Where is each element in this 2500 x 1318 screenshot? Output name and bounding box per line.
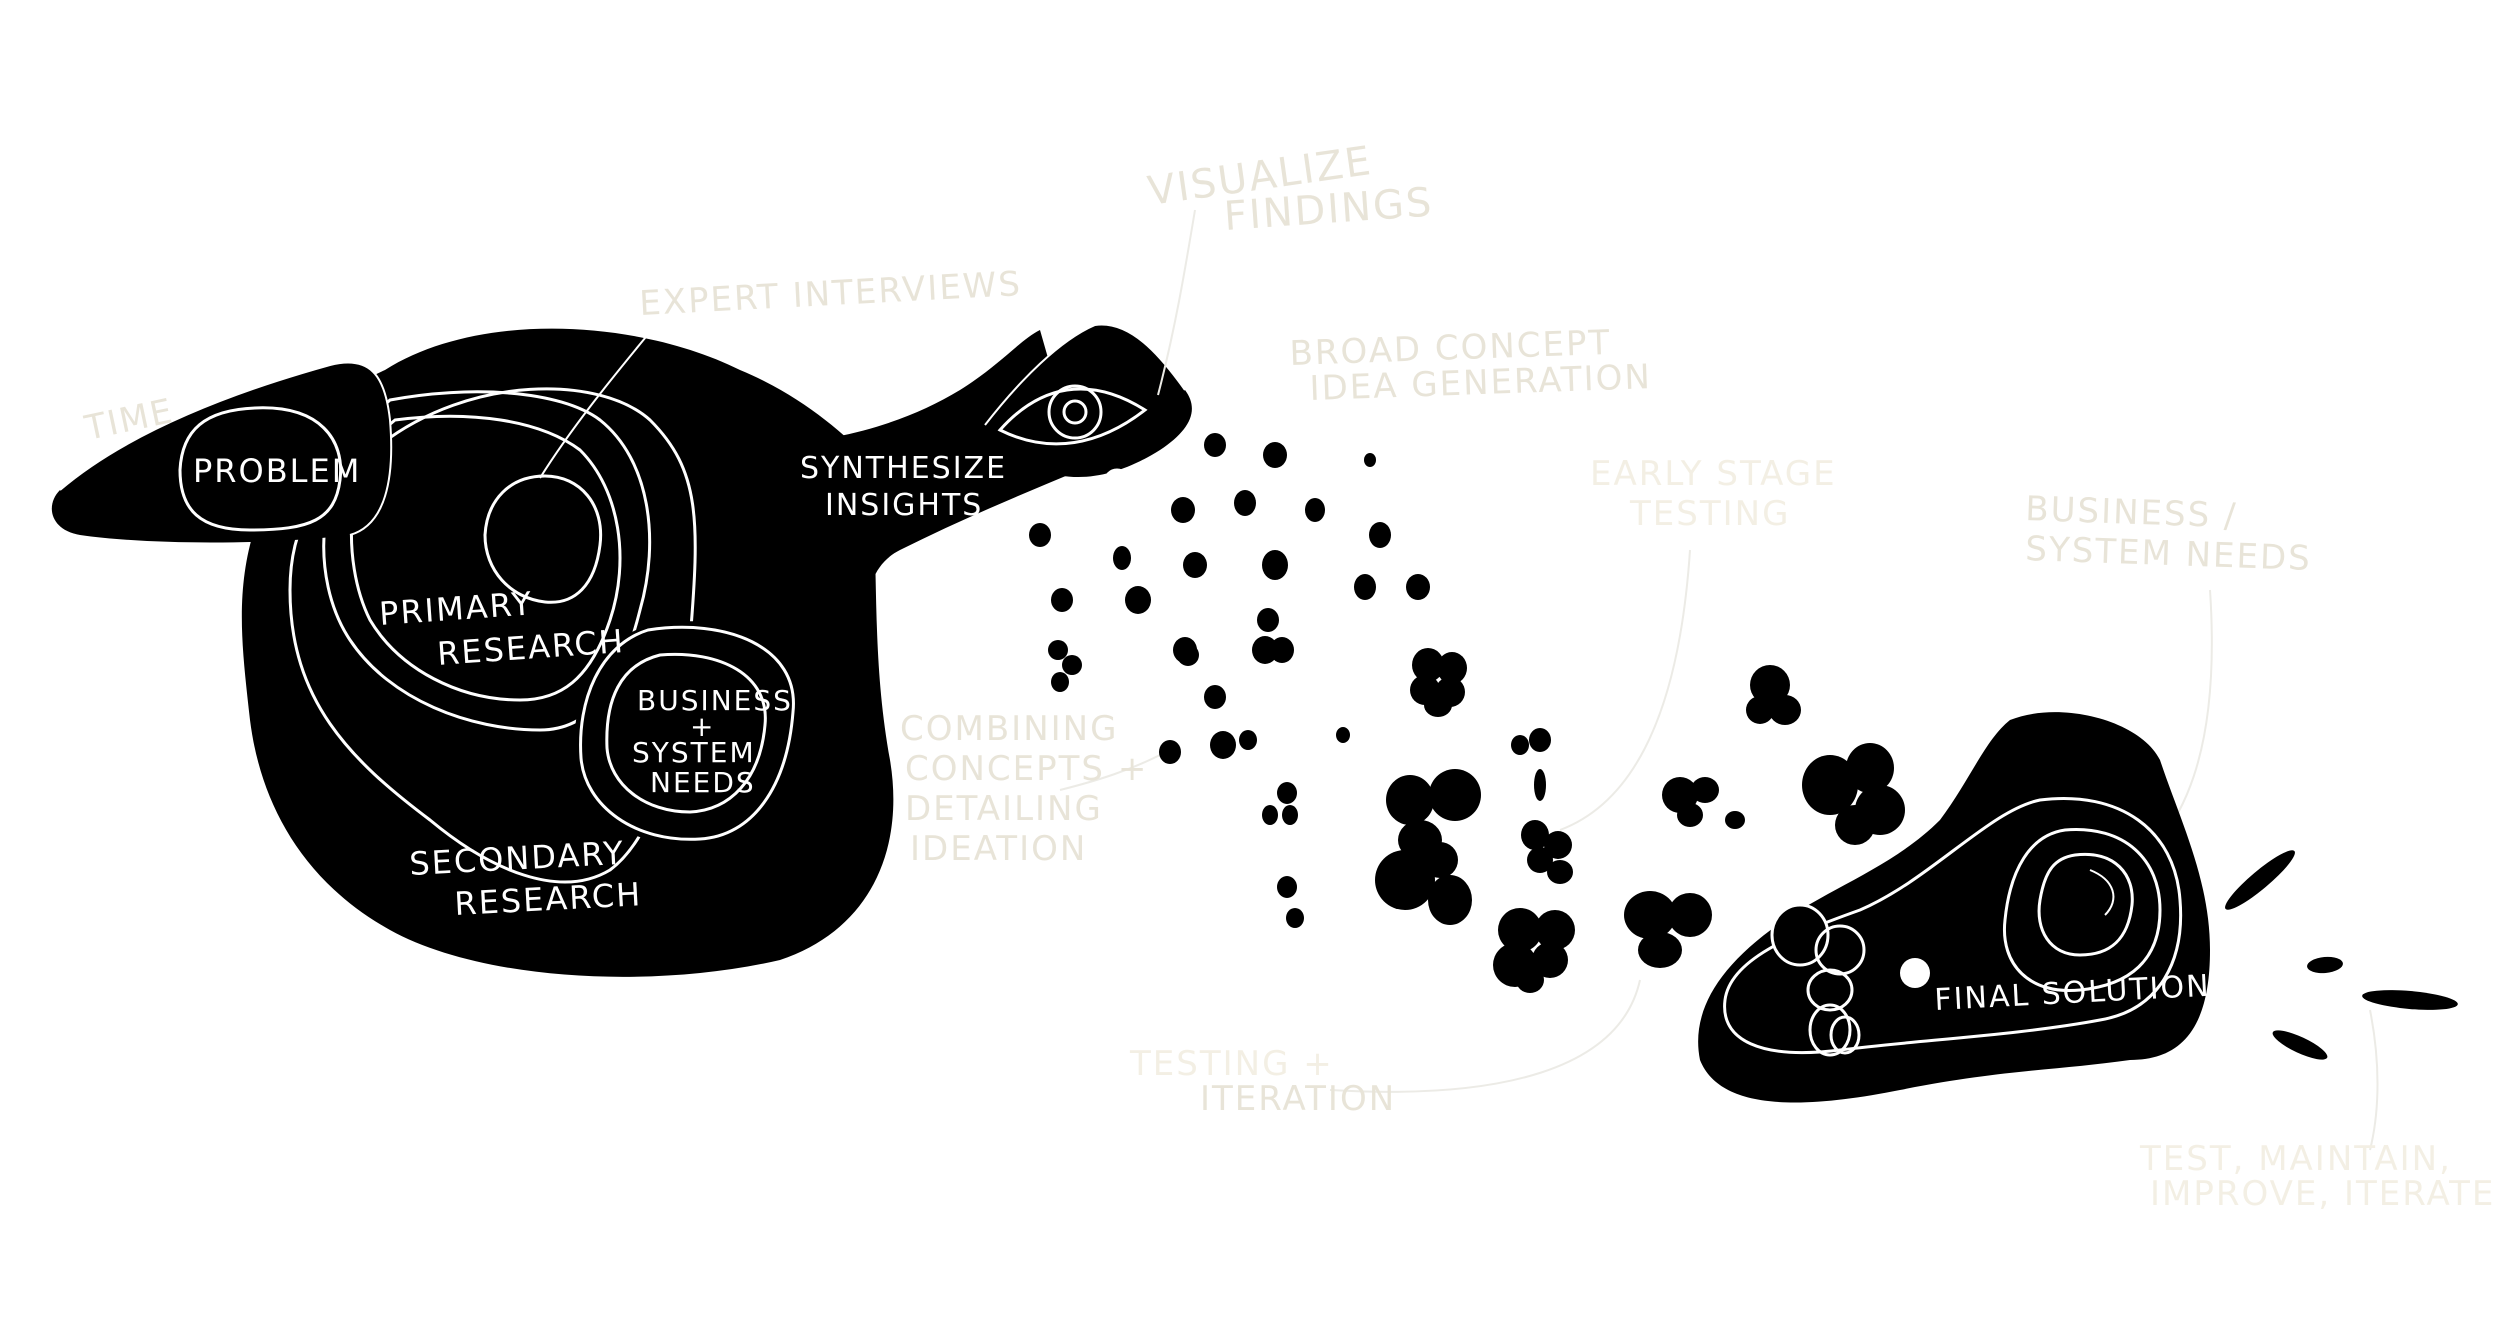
cluster-small bbox=[1410, 648, 1467, 717]
idea-dot bbox=[1239, 730, 1257, 750]
label-early-stage-1: EARLY STAGE bbox=[1590, 454, 1837, 494]
final-solution-white-dot bbox=[1900, 958, 1930, 988]
idea-dot bbox=[1257, 608, 1279, 632]
idea-dot bbox=[1252, 636, 1278, 664]
cluster-bottom-right bbox=[1624, 891, 1712, 968]
idea-dot bbox=[1262, 550, 1288, 580]
problem-blob-edge bbox=[59, 361, 393, 536]
label-combining-2: CONCEPTS + bbox=[905, 749, 1148, 789]
idea-dot bbox=[1171, 497, 1195, 523]
final-cluster bbox=[1770, 903, 1866, 1057]
idea-dot bbox=[1029, 523, 1051, 547]
spark bbox=[2272, 1030, 2328, 1060]
idea-dot bbox=[1286, 908, 1304, 928]
label-early-stage-2: TESTING bbox=[1629, 494, 1790, 534]
cluster-dumbbell bbox=[1662, 777, 1745, 829]
idea-dot bbox=[1204, 433, 1226, 457]
visualize-leader bbox=[1157, 209, 1196, 396]
spark bbox=[2362, 990, 2458, 1010]
spark bbox=[2225, 850, 2295, 910]
secondary-research-ring bbox=[288, 387, 697, 884]
label-combining-3: DETAILING bbox=[905, 789, 1103, 829]
final-solution-inner-ring bbox=[2037, 852, 2134, 957]
idea-dot bbox=[1263, 442, 1287, 468]
test-launch-leader bbox=[2369, 1009, 2379, 1151]
label-expert-interviews: EXPERT INTERVIEWS bbox=[638, 264, 1023, 324]
primary-research-inner-ring bbox=[350, 414, 622, 702]
cluster-ring bbox=[1521, 820, 1573, 884]
idea-dot bbox=[1113, 546, 1131, 570]
expert-interview-circle bbox=[483, 474, 603, 604]
label-test-launch-2: IMPROVE, ITERATE bbox=[2150, 1174, 2495, 1214]
idea-dots bbox=[1029, 433, 1551, 928]
idea-dot bbox=[1159, 740, 1181, 764]
label-test-launch-1: TEST, MAINTAIN, bbox=[2139, 1139, 2452, 1179]
idea-dot bbox=[1262, 805, 1278, 825]
launch-sparks bbox=[2225, 850, 2458, 1060]
idea-dot bbox=[1210, 731, 1236, 759]
business-needs-inner-ring bbox=[605, 652, 767, 814]
cluster-right-big bbox=[1802, 743, 1905, 845]
expert-interviews-leader bbox=[539, 319, 661, 479]
idea-dot bbox=[1511, 735, 1529, 755]
eye-pupil bbox=[1062, 399, 1088, 425]
research-body bbox=[51, 323, 1192, 977]
spark bbox=[2307, 956, 2343, 974]
early-stage-leader bbox=[1559, 549, 1691, 831]
label-problem: PROBLEM bbox=[193, 452, 361, 490]
idea-dot bbox=[1183, 552, 1207, 578]
idea-dot bbox=[1354, 574, 1376, 600]
eye-drip bbox=[1103, 468, 1131, 496]
idea-dot bbox=[1336, 727, 1350, 743]
label-testing-1: TESTING + bbox=[1129, 1044, 1334, 1084]
label-combining-1: COMBINING bbox=[900, 709, 1118, 749]
label-business-needs-1: BUSINESS bbox=[637, 684, 793, 717]
cluster-bottom bbox=[1493, 908, 1575, 993]
label-business-needs-4: NEEDS bbox=[650, 766, 756, 799]
label-business-needs-3: SYSTEM bbox=[632, 736, 756, 769]
idea-clusters bbox=[1375, 648, 1905, 993]
idea-dot bbox=[1204, 685, 1226, 709]
label-testing-2: ITERATION bbox=[1200, 1079, 1396, 1119]
testing-leader bbox=[1329, 979, 1641, 1093]
problem-blob bbox=[51, 362, 392, 543]
idea-dot bbox=[1125, 586, 1151, 614]
label-business-needs-2: + bbox=[690, 710, 715, 743]
cluster-large-left bbox=[1375, 842, 1472, 925]
idea-dot bbox=[1529, 728, 1551, 752]
combining-leader bbox=[1059, 754, 1161, 791]
label-combining-4: IDEATION bbox=[910, 829, 1087, 869]
idea-dot bbox=[1277, 782, 1297, 804]
label-business-system-1: BUSINESS / bbox=[2025, 489, 2238, 536]
final-solution-body bbox=[1698, 712, 2210, 1103]
eye-outline bbox=[997, 387, 1148, 446]
idea-dot bbox=[1305, 498, 1325, 522]
idea-dot bbox=[1048, 640, 1068, 660]
final-solution-mid-ring bbox=[2002, 828, 2162, 993]
eye-iris bbox=[1047, 384, 1103, 440]
idea-dot bbox=[1051, 588, 1073, 612]
idea-dot bbox=[1062, 655, 1082, 675]
idea-dot bbox=[1234, 490, 1256, 516]
cluster-right-top bbox=[1746, 665, 1801, 725]
idea-dot bbox=[1364, 453, 1376, 467]
idea-dot bbox=[1406, 574, 1430, 600]
label-synthesize-1: SYNTHESIZE bbox=[800, 451, 1007, 486]
idea-dot bbox=[1051, 672, 1069, 692]
idea-dot bbox=[1282, 805, 1298, 825]
final-solution-pointer bbox=[2089, 869, 2115, 916]
idea-dot bbox=[1534, 769, 1546, 801]
idea-dot bbox=[1270, 637, 1294, 663]
idea-dot bbox=[1177, 644, 1199, 666]
visualize-head bbox=[984, 324, 1192, 478]
label-synthesize-2: INSIGHTS bbox=[825, 488, 983, 523]
business-needs-outer-ring bbox=[579, 625, 795, 841]
problem-ring bbox=[178, 406, 343, 532]
visualize-head-edge bbox=[984, 323, 1186, 426]
idea-dot bbox=[1277, 876, 1297, 898]
business-needs-blob bbox=[574, 621, 801, 846]
idea-dot bbox=[1369, 522, 1391, 548]
label-business-system-2: SYSTEM NEEDS bbox=[2025, 529, 2313, 579]
